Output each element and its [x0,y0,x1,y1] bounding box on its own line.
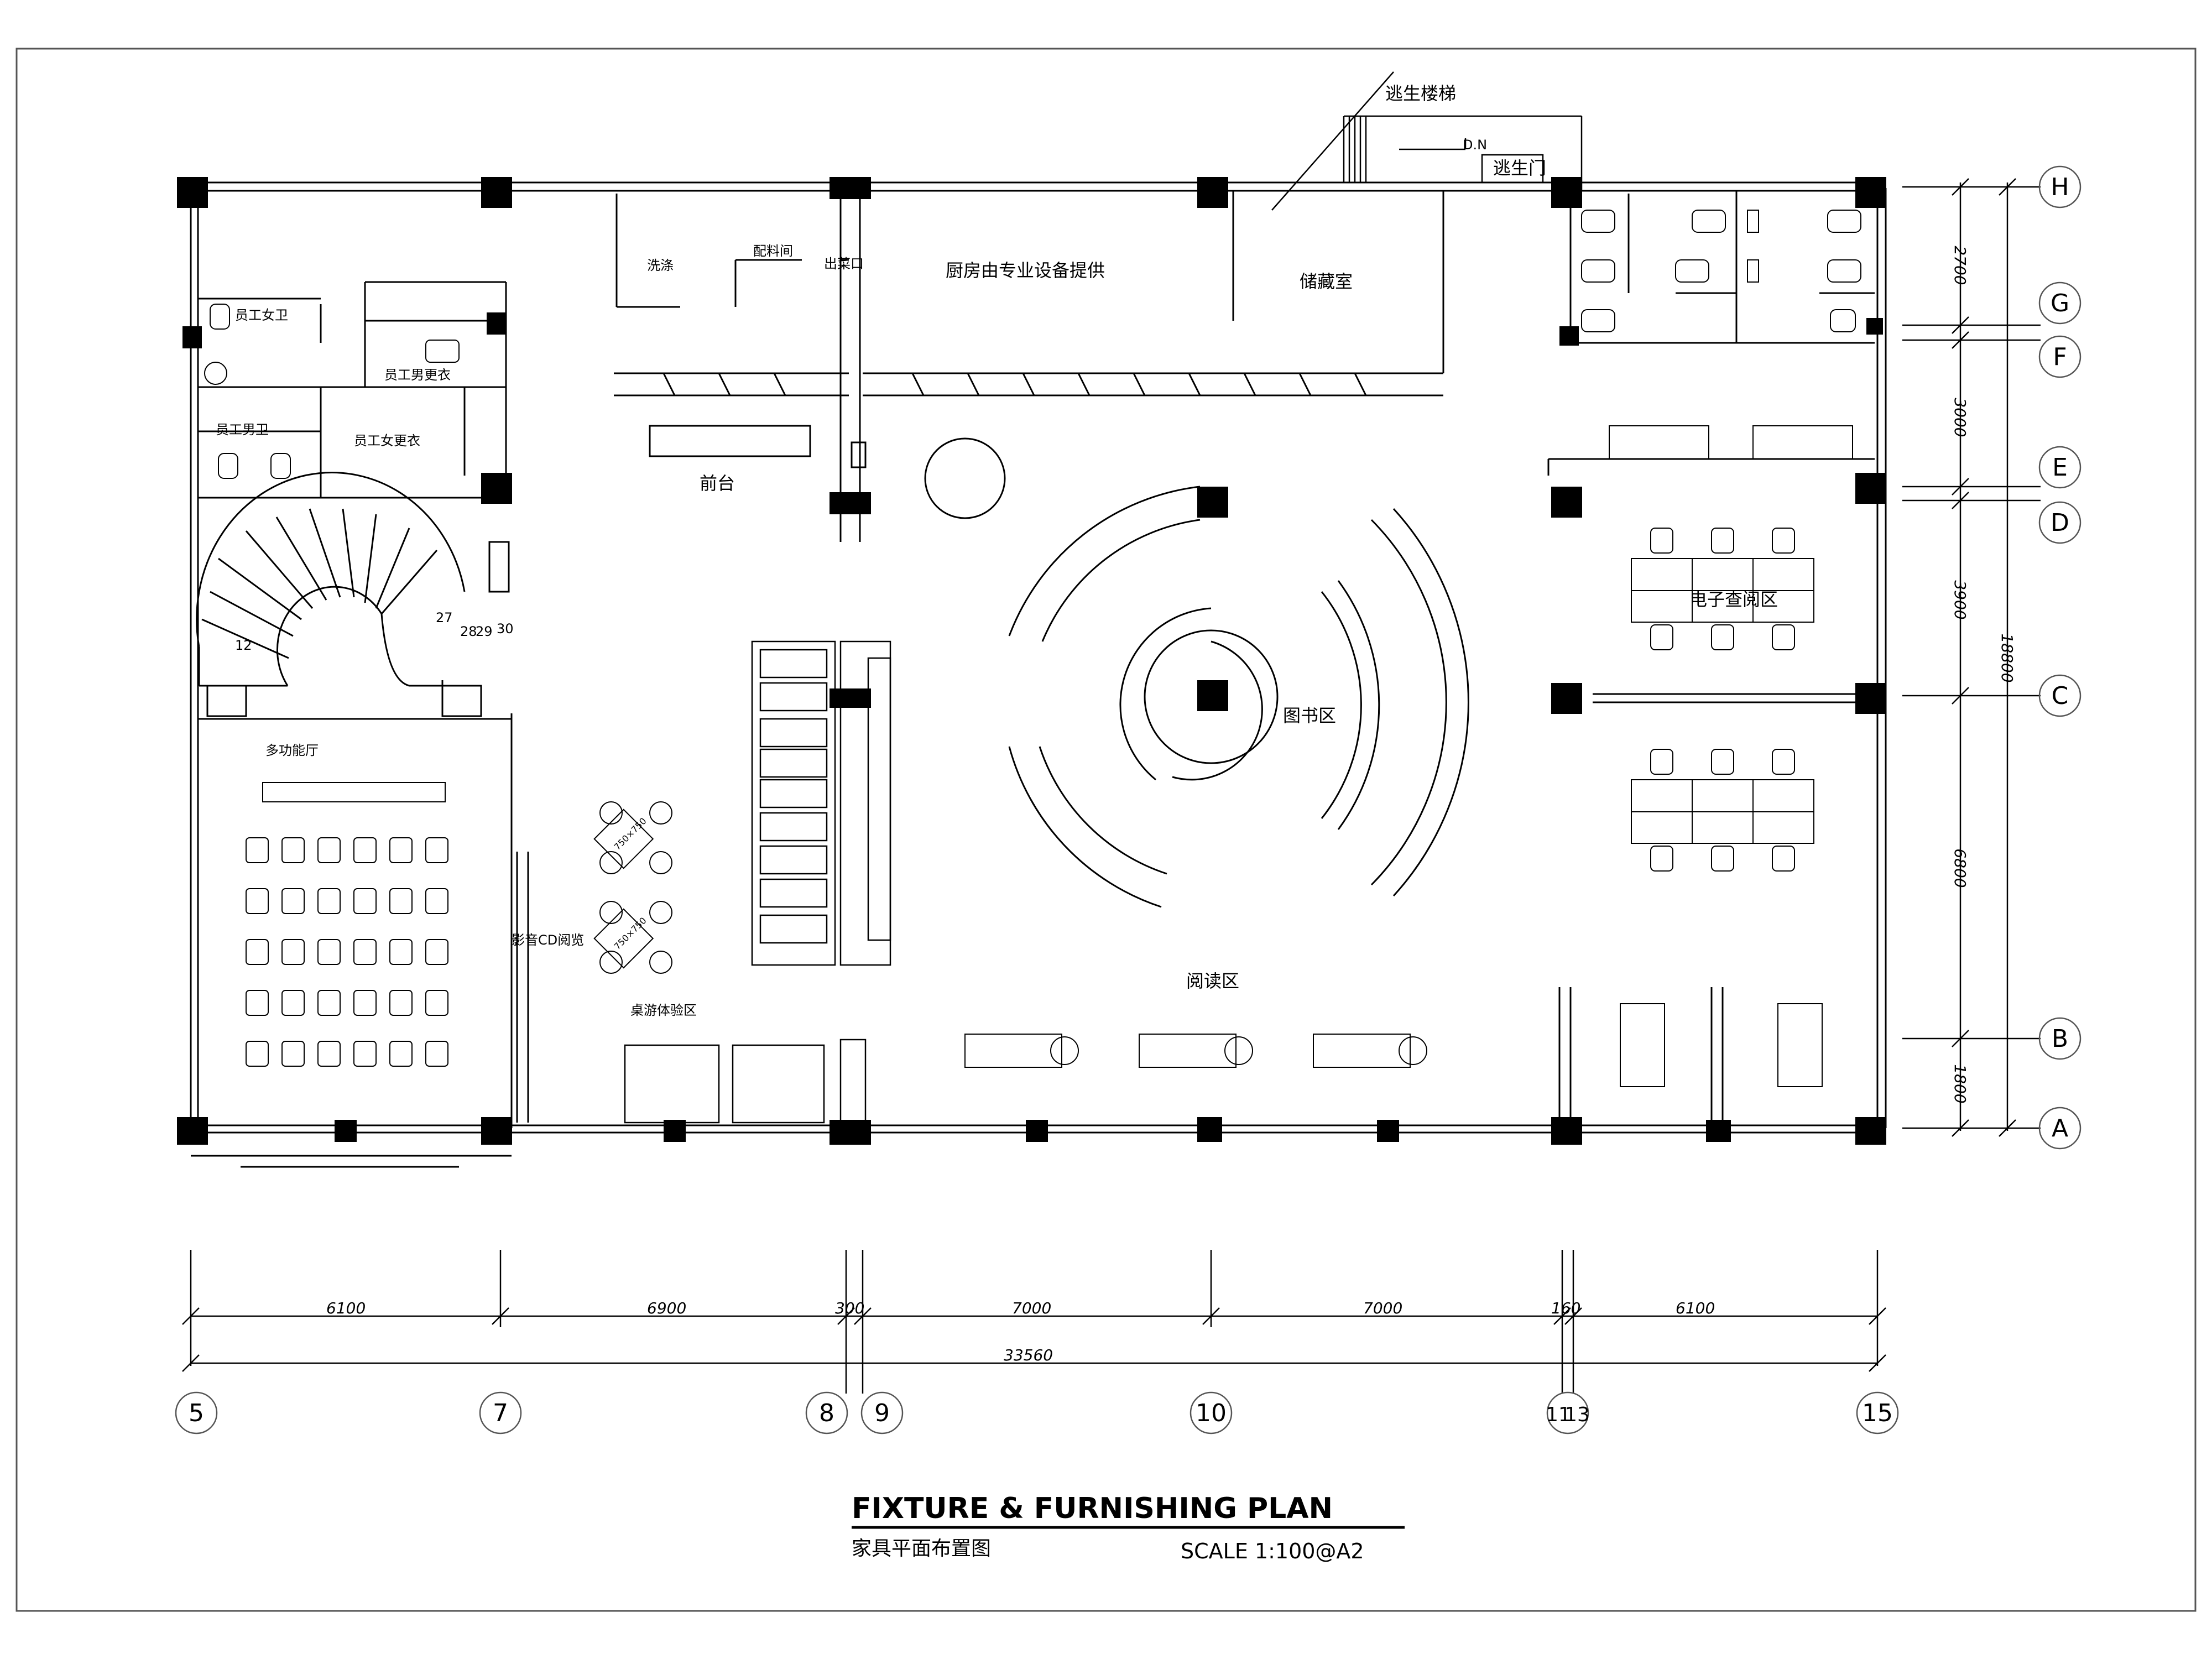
table-size-label: 750×750 [612,915,648,952]
spiral-stair [196,471,510,717]
walls [188,181,1887,1168]
label-library-zone: 图书区 [1283,705,1336,726]
dim-h-total: 33560 [1004,1346,1053,1364]
dim-h: 300 [835,1299,864,1317]
drawing-border [15,48,2197,1612]
columns [177,177,1886,1145]
axis-label: D [2051,509,2069,537]
axis-label: C [2052,682,2069,710]
axis-label: E [2052,453,2068,482]
dim-h: 6900 [647,1299,686,1317]
vertical-dimension-lines [1902,178,2041,1137]
label-reception: 前台 [700,473,735,494]
hall-seating [246,782,448,1067]
grid-axis-bubbles [175,165,2081,1434]
dim-v: 6800 [1951,848,1969,888]
board-game-tables [593,801,672,974]
label-storage: 储藏室 [1300,271,1353,292]
label-e-reading-zone: 电子查阅区 [1689,589,1778,610]
axis-label: 9 [874,1399,890,1427]
stair-number: 30 [497,621,514,637]
label-board-game: 桌游体验区 [630,1003,697,1018]
table-size-label: 750×750 [612,816,648,852]
dim-v: 3900 [1951,580,1969,619]
dim-h: 7000 [1012,1299,1051,1317]
plan-subtitle: 家具平面布置图 [852,1537,991,1560]
stair-number: 29 [476,624,493,639]
axis-label: G [2051,289,2069,317]
label-male-staff-wc: 员工男卫 [216,422,269,437]
plan-title: FIXTURE & FURNISHING PLAN [852,1492,1333,1525]
dim-h: 6100 [1676,1299,1715,1317]
dim-h: 6100 [326,1299,366,1317]
axis-label: 5 [189,1399,204,1427]
label-female-locker: 员工女更衣 [354,433,420,448]
escape-stair [1271,71,1583,211]
label-escape-stair: 逃生楼梯 [1385,83,1456,104]
label-kitchen: 厨房由专业设备提供 [946,260,1105,281]
axis-label: H [2051,173,2069,201]
dim-v: 3000 [1951,398,1969,437]
e-reading-desks [1620,528,1823,1087]
label-female-staff-wc: 员工女卫 [235,307,288,323]
reading-tables [964,1034,1427,1068]
stair-number: 12 [235,638,252,653]
axis-label: 10 [1196,1399,1227,1427]
label-multi-hall: 多功能厅 [265,743,319,758]
stair-number: 27 [436,610,453,625]
label-male-locker: 员工男更衣 [384,367,451,383]
dim-v: 2700 [1951,246,1969,285]
axis-label: 15 [1862,1399,1893,1427]
plan-scale: SCALE 1:100@A2 [1181,1539,1364,1563]
label-serving-window: 出菜口 [824,256,864,272]
label-av-cd: 影音CD阅览 [512,932,584,948]
label-reading-zone: 阅读区 [1186,971,1239,992]
toilet-fixtures [204,210,1861,479]
stair-number: 28 [460,624,477,639]
library-shelves [1008,486,1469,908]
dim-v: 1800 [1951,1064,1969,1103]
axis-label: A [2052,1114,2068,1142]
bookcases [624,640,891,1124]
label-wash: 洗涤 [647,258,674,273]
label-escape-door: 逃生门 [1493,158,1546,179]
dim-v-total: 18800 [1998,633,2016,682]
axis-label: 7 [493,1399,508,1427]
axis-label: B [2052,1025,2068,1053]
axis-label: 13 [1564,1404,1590,1426]
horizontal-dimension-lines [182,1250,1886,1394]
dim-h: 7000 [1363,1299,1402,1317]
label-prep-room: 配料间 [753,243,793,259]
label-dn: D.N [1463,137,1487,153]
axis-label: 8 [819,1399,834,1427]
dim-h: 160 [1551,1299,1580,1317]
axis-label: F [2053,343,2067,371]
axis-label: 11 [1546,1404,1571,1426]
